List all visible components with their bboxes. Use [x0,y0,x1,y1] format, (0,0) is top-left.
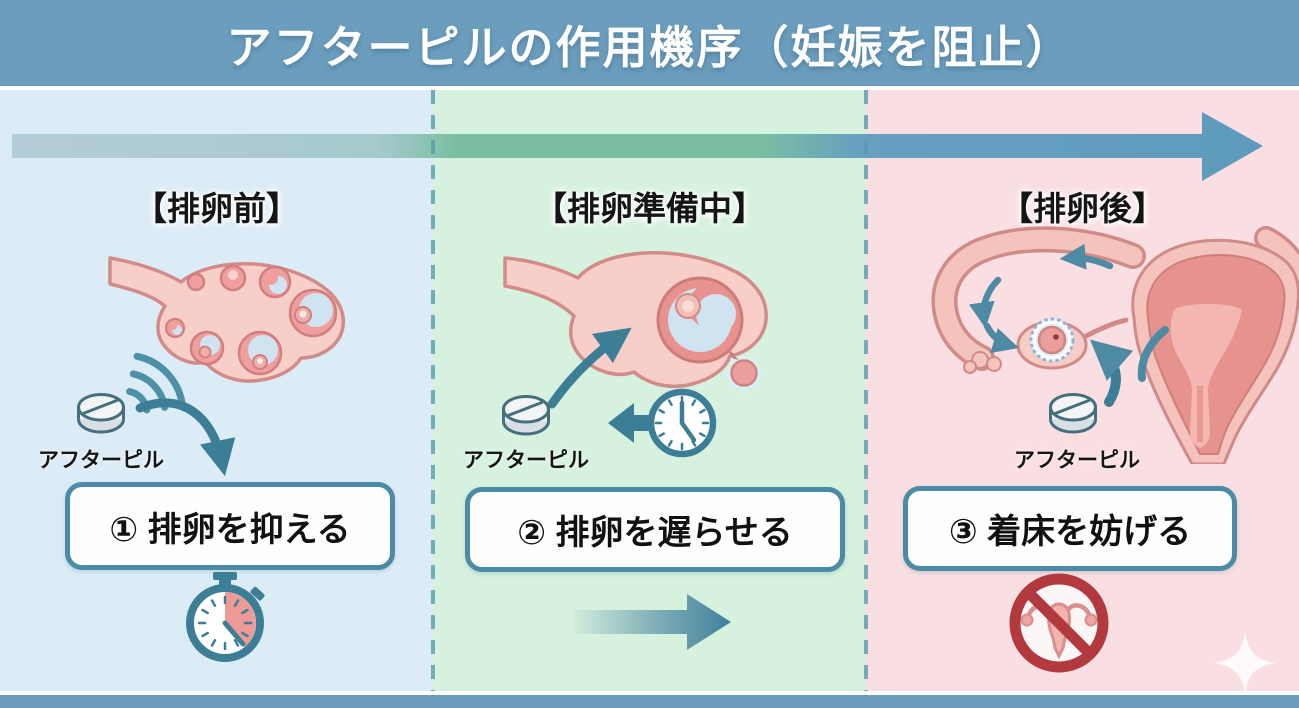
step-label-3: ③ 着床を妨げる [948,513,1192,551]
panel-ovulation-prep [433,90,866,691]
title-bar: アフターピルの作用機序（妊娠を阻止） [0,0,1299,86]
step-label-2: ② 排卵を遅らせる [517,514,793,552]
sparkle-icon [1214,632,1276,694]
page-title: アフターピルの作用機序（妊娠を阻止） [226,21,1073,73]
pill-label-post: アフターピル [1014,449,1140,472]
pill-icon [502,395,550,436]
step-box-2: ② 排卵を遅らせる [465,487,845,572]
step-label-1: ① 排卵を抑える [109,510,351,549]
clock-rewind-icon [608,388,717,458]
gradient-arrow-right-icon [575,594,731,650]
pill-label-mid: アフターピル [463,449,589,472]
panel-header-mid: 【排卵準備中】 [534,190,765,227]
dashed-divider-right [864,90,868,691]
uterus-with-fallopian-tube-illustration [931,226,1299,464]
panel-header-post: 【排卵後】 [1000,190,1165,227]
pill-icon [77,393,125,434]
curved-arrow-icon [547,327,632,409]
dashed-divider-left [431,90,435,691]
curved-arrow-icon [1089,339,1134,407]
no-implantation-icon [1009,573,1109,673]
ovary-with-mature-follicle-illustration [503,251,768,394]
panel-header-pre: 【排卵前】 [134,190,299,227]
stopwatch-icon [186,572,265,662]
step-box-3: ③ 着床を妨げる [903,486,1237,571]
ovary-with-follicles-illustration [108,256,346,383]
timeline-arrow-right [12,112,1263,181]
step-box-1: ① 排卵を抑える [65,482,395,570]
pill-icon [1049,393,1097,434]
curved-arrow-icon [135,398,236,477]
bottom-accent-strip [0,695,1299,708]
pill-label-pre: アフターピル [38,449,164,472]
